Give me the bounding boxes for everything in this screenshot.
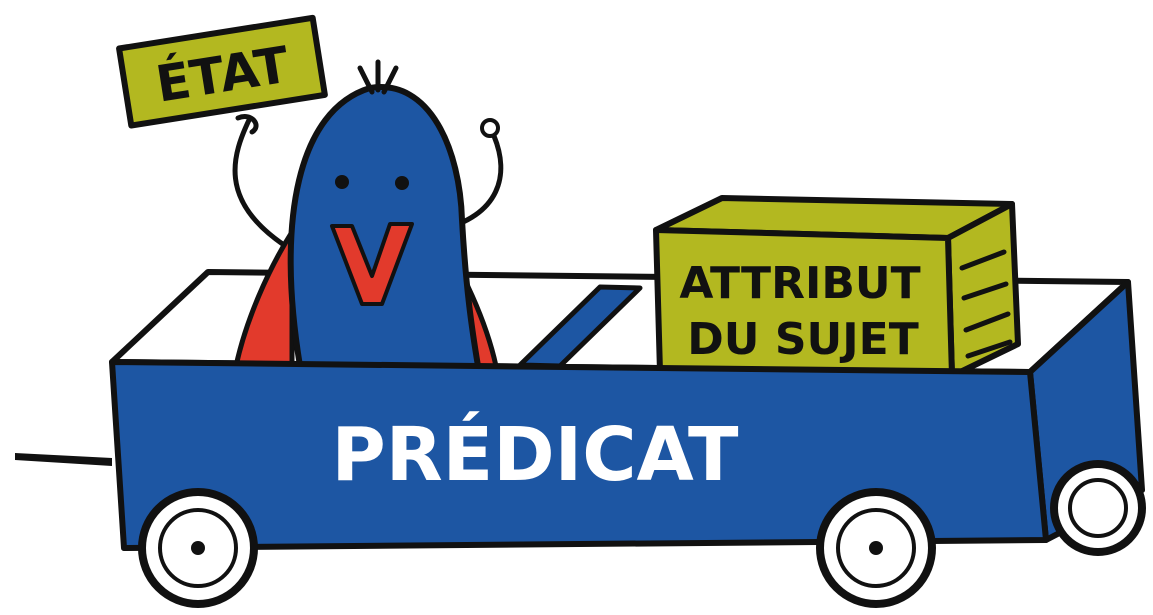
back-right-wheel — [1054, 464, 1142, 552]
front-right-wheel — [820, 492, 932, 604]
right-eye — [395, 176, 409, 190]
attribut-crate: ATTRIBUT DU SUJET — [656, 198, 1018, 376]
wagon-label: PRÉDICAT — [331, 410, 739, 498]
character-letter: V — [0, 0, 1, 1]
crate-label-line2: DU SUJET — [687, 314, 918, 365]
tow-bar — [15, 453, 112, 466]
left-eye — [335, 175, 349, 189]
front-left-wheel — [142, 492, 254, 604]
crate-label-line1: ATTRIBUT — [679, 258, 920, 309]
